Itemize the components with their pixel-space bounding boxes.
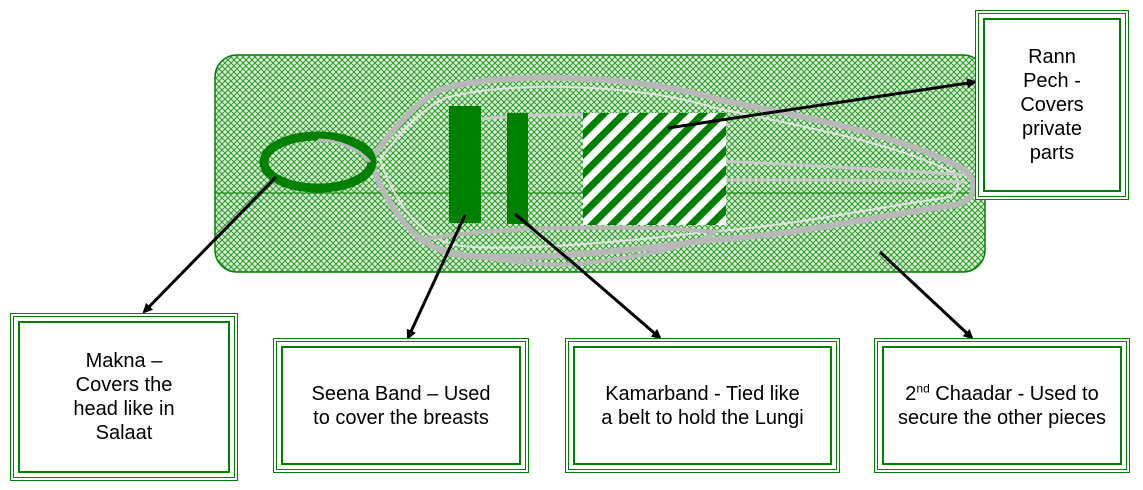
chaadar-description: Chaadar - Used to secure the other piece… [898, 383, 1106, 429]
arrow-kamarband-b [572, 262, 660, 338]
label-makna: Makna – Covers the head like in Salaat [10, 313, 238, 481]
chaadar-number: 2 [905, 383, 916, 405]
makna-text: Makna – Covers the head like in Salaat [62, 349, 186, 445]
seena-band-text: Seena Band – Used to cover the breasts [305, 382, 497, 430]
kamarband-text: Kamarband - Tied like a belt to hold the… [597, 382, 808, 430]
label-kamarband: Kamarband - Tied like a belt to hold the… [565, 338, 840, 473]
chaadar-text: 2nd Chaadar - Used to secure the other p… [898, 382, 1106, 430]
rann-pech-text: Rann Pech - Covers private parts [1007, 45, 1097, 165]
chaadar-ordinal: nd [916, 381, 929, 395]
label-seena-band: Seena Band – Used to cover the breasts [273, 338, 529, 473]
kamarband-shape [507, 113, 528, 224]
label-chaadar: 2nd Chaadar - Used to secure the other p… [874, 338, 1130, 473]
rann-pech-area [583, 113, 726, 225]
seena-band-shape [449, 106, 481, 223]
label-rann-pech: Rann Pech - Covers private parts [975, 10, 1129, 200]
